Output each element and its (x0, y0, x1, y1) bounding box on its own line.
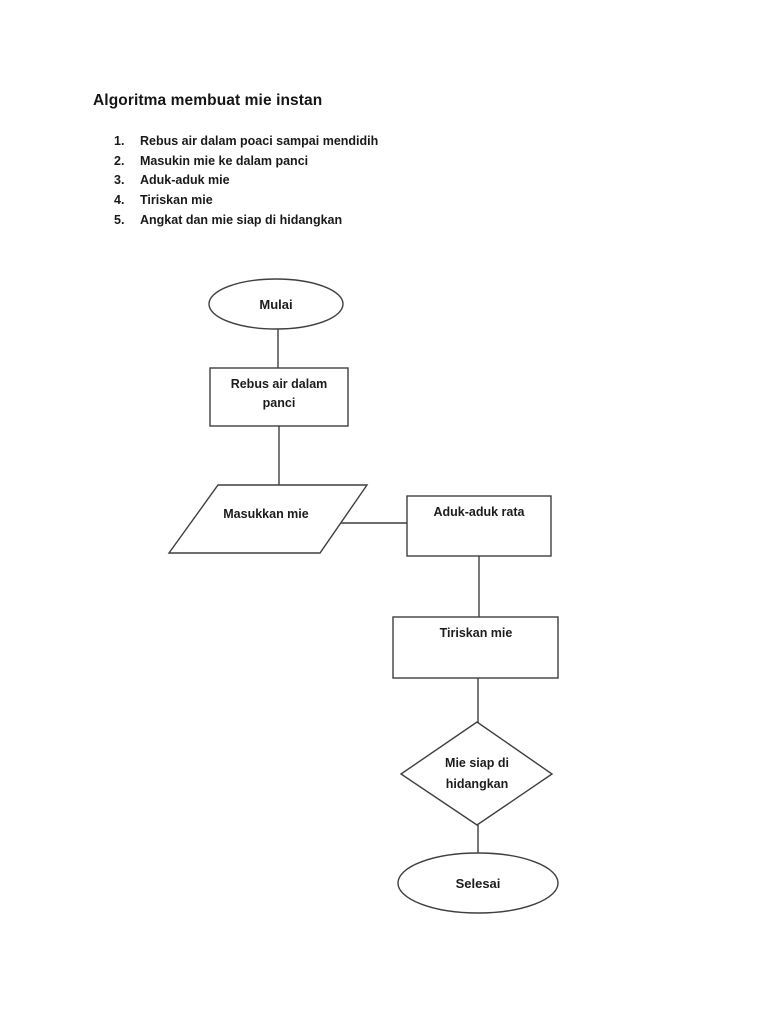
flowchart-node-end: Selesai (397, 852, 559, 914)
list-item-number: 4. (114, 193, 125, 208)
list-item-text: Rebus air dalam poaci sampai mendidih (140, 133, 379, 148)
decision-diamond (399, 721, 554, 826)
flowchart: Mulai Rebus air dalam panci Masukkan mie… (167, 278, 559, 914)
flowchart-node-process1: Rebus air dalam panci (209, 367, 349, 427)
list-item-text: Aduk-aduk mie (140, 173, 230, 188)
process1-label-line1: Rebus air dalam (231, 377, 328, 391)
input-parallelogram (167, 484, 369, 554)
flowchart-node-decision: Mie siap di hidangkan (399, 721, 554, 826)
list-item-number: 3. (114, 173, 125, 188)
flowchart-node-process3: Tiriskan mie (392, 616, 559, 679)
list-item-number: 5. (114, 213, 125, 228)
list-item: 4. Tiriskan mie (114, 190, 378, 210)
list-item-text: Masukin mie ke dalam panci (140, 153, 309, 168)
process2-label: Aduk-aduk rata (434, 505, 526, 519)
process3-rect (392, 616, 559, 679)
list-item: 1. Rebus air dalam poaci sampai mendidih (114, 131, 378, 151)
list-item: 2. Masukin mie ke dalam panci (114, 151, 378, 171)
end-ellipse (397, 852, 559, 914)
decision-label-line1: Mie siap di (445, 756, 509, 770)
page-title: Algoritma membuat mie instan (93, 92, 323, 109)
process2-rect (406, 495, 552, 557)
start-ellipse (208, 278, 344, 330)
list-item-text: Tiriskan mie (140, 193, 213, 208)
list-item-number: 2. (114, 153, 125, 168)
input-label: Masukkan mie (223, 507, 309, 521)
list-item-number: 1. (114, 133, 125, 148)
flowchart-node-start: Mulai (208, 278, 344, 330)
list-item-text: Angkat dan mie siap di hidangkan (140, 213, 343, 228)
flowchart-node-process2: Aduk-aduk rata (406, 495, 552, 557)
decision-label-line2: hidangkan (446, 777, 509, 791)
flowchart-node-input: Masukkan mie (167, 484, 369, 554)
process1-label-line2: panci (263, 396, 296, 410)
list-item: 3. Aduk-aduk mie (114, 171, 378, 191)
numbered-step-list: 1. Rebus air dalam poaci sampai mendidih… (114, 131, 378, 230)
start-label: Mulai (259, 297, 292, 312)
list-item: 5. Angkat dan mie siap di hidangkan (114, 210, 378, 230)
end-label: Selesai (456, 876, 501, 891)
process3-label: Tiriskan mie (440, 626, 513, 640)
process1-rect (209, 367, 349, 427)
